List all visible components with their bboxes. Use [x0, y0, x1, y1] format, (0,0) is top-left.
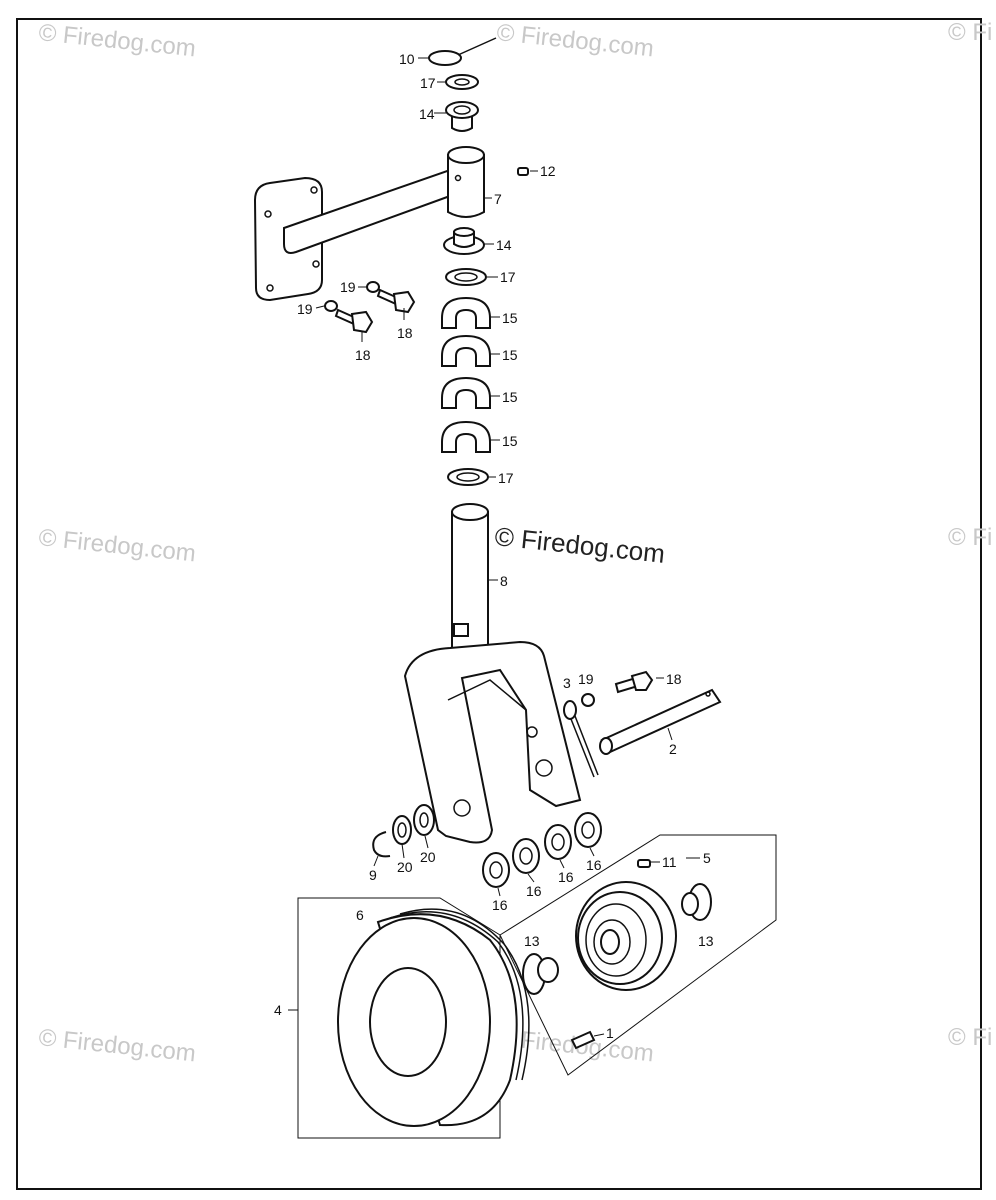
part-20-spacers [392, 804, 435, 845]
label-14-lower: 14 [496, 237, 512, 253]
part-13-cap-left [522, 953, 559, 995]
label-10: 10 [399, 51, 415, 67]
label-12: 12 [540, 163, 556, 179]
label-11: 11 [662, 854, 677, 870]
part-16-bearings [482, 812, 602, 888]
label-13-left: 13 [524, 933, 540, 949]
label-3: 3 [563, 675, 571, 691]
watermark-mid-right: © Fi [948, 524, 992, 551]
label-16-d: 16 [586, 857, 602, 873]
label-19-upper-a: 19 [340, 279, 356, 295]
diagram-frame [16, 18, 982, 1190]
label-2: 2 [669, 741, 677, 757]
part-19-washer-right [581, 693, 595, 707]
label-17-bottom: 17 [498, 470, 514, 486]
label-9: 9 [369, 867, 377, 883]
label-4: 4 [274, 1002, 282, 1018]
part-9-clip [372, 831, 391, 858]
part-8-fork [403, 640, 582, 844]
label-18-right: 18 [666, 671, 682, 687]
label-8: 8 [500, 573, 508, 589]
watermark-bottom-right: © Fi [948, 1024, 992, 1051]
watermark-top-right: © Fi [948, 19, 992, 46]
label-15-a: 15 [502, 310, 518, 326]
watermark-mid-left: © Firedog.com [37, 524, 197, 567]
part-8-shaft [451, 503, 489, 651]
label-15-c: 15 [502, 389, 518, 405]
label-7: 7 [494, 191, 502, 207]
part-12-grease-fitting [517, 167, 529, 176]
part-5-hub [575, 881, 677, 991]
part-6-tire [337, 908, 530, 1127]
label-17-top: 17 [420, 75, 436, 91]
label-5: 5 [703, 850, 711, 866]
label-15-b: 15 [502, 347, 518, 363]
part-13-cap-right [681, 883, 712, 921]
part-19-washers-upper [324, 281, 380, 312]
watermark-top-left: © Firedog.com [37, 19, 197, 62]
label-13-right: 13 [698, 933, 714, 949]
label-17-mid: 17 [500, 269, 516, 285]
part-17-washer-top [445, 74, 479, 90]
part-2-axle [599, 688, 722, 755]
part-7-arm-bracket [253, 146, 485, 302]
hub-assembly-box [499, 834, 777, 1076]
label-6: 6 [356, 907, 364, 923]
part-17-washer-mid [445, 268, 487, 286]
label-20-b: 20 [420, 849, 436, 865]
label-15-d: 15 [502, 433, 518, 449]
part-15-spacers [441, 296, 491, 453]
label-14-top: 14 [419, 106, 435, 122]
watermark-main: © Firedog.com [493, 521, 666, 569]
label-16-a: 16 [492, 897, 508, 913]
label-16-b: 16 [526, 883, 542, 899]
label-19-upper-b: 19 [297, 301, 313, 317]
leader-lines [288, 57, 700, 1037]
part-3-cotter-pin [563, 700, 599, 778]
part-18-bolts-upper [334, 288, 416, 334]
part-14-bushing-top [445, 101, 479, 132]
label-19-right: 19 [578, 671, 594, 687]
part-1-valve [570, 1030, 596, 1050]
part-10-clip [428, 37, 497, 66]
part-11-fitting [637, 859, 651, 868]
part-18-bolt-right [614, 670, 654, 694]
watermark-top-center: © Firedog.com [495, 19, 655, 62]
label-16-c: 16 [558, 869, 574, 885]
label-18-upper-b: 18 [355, 347, 371, 363]
label-20-a: 20 [397, 859, 413, 875]
part-labels: 10 17 14 12 7 14 17 15 15 15 15 17 19 19… [274, 51, 714, 1041]
part-17-washer-bottom [447, 468, 489, 486]
label-18-upper-a: 18 [397, 325, 413, 341]
watermarks: © Firedog.com © Firedog.com © Fi © Fired… [37, 19, 992, 1067]
watermark-bottom-left: © Firedog.com [37, 1024, 197, 1067]
label-1: 1 [606, 1025, 614, 1041]
part-14-bushing-lower [443, 227, 485, 255]
